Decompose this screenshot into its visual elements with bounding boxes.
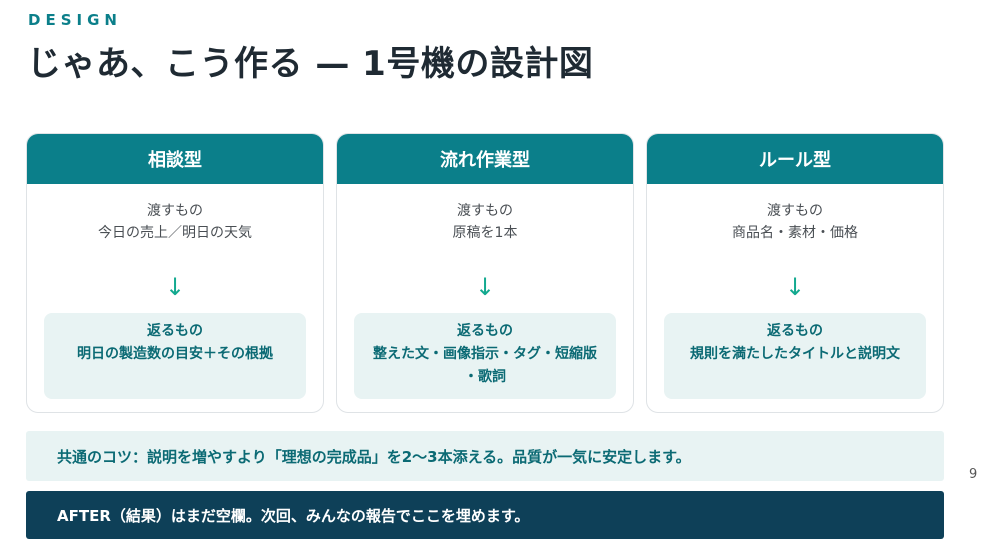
give-section: 渡すもの 今日の売上／明日の天気 [27, 200, 323, 244]
card-header: 流れ作業型 [337, 134, 633, 184]
section-eyebrow: DESIGN [28, 11, 122, 29]
return-value: 整えた文・画像指示・タグ・短縮版 [373, 346, 597, 362]
down-arrow-icon: ↓ [164, 273, 186, 301]
give-label: 渡すもの [147, 203, 203, 219]
tip-banner: 共通のコツ：説明を増やすより「理想の完成品」を2〜3本添える。品質が一気に安定し… [26, 431, 944, 481]
return-panel: 返るもの 明日の製造数の目安＋その根拠 [44, 313, 306, 399]
return-panel: 返るもの 整えた文・画像指示・タグ・短縮版 ・歌詞 [354, 313, 616, 399]
card-header: 相談型 [27, 134, 323, 184]
card-workflow: 流れ作業型 渡すもの 原稿を1本 ↓ 返るもの 整えた文・画像指示・タグ・短縮版… [336, 133, 634, 413]
return-value: 規則を満たしたタイトルと説明文 [690, 346, 900, 362]
return-value-cont: ・歌詞 [464, 369, 506, 385]
return-value: 明日の製造数の目安＋その根拠 [77, 346, 273, 362]
give-value: 今日の売上／明日の天気 [98, 225, 252, 241]
page-number: 9 [969, 467, 978, 482]
return-label: 返るもの [147, 323, 203, 339]
return-label: 返るもの [457, 323, 513, 339]
give-label: 渡すもの [457, 203, 513, 219]
down-arrow-icon: ↓ [784, 273, 806, 301]
after-banner: AFTER（結果）はまだ空欄。次回、みんなの報告でここを埋めます。 [26, 491, 944, 539]
return-panel: 返るもの 規則を満たしたタイトルと説明文 [664, 313, 926, 399]
return-label: 返るもの [767, 323, 823, 339]
card-consultation: 相談型 渡すもの 今日の売上／明日の天気 ↓ 返るもの 明日の製造数の目安＋その… [26, 133, 324, 413]
give-section: 渡すもの 原稿を1本 [337, 200, 633, 244]
give-section: 渡すもの 商品名・素材・価格 [647, 200, 943, 244]
down-arrow-icon: ↓ [474, 273, 496, 301]
give-value: 原稿を1本 [452, 225, 518, 241]
card-header: ルール型 [647, 134, 943, 184]
give-value: 商品名・素材・価格 [732, 225, 858, 241]
give-label: 渡すもの [767, 203, 823, 219]
page-title: じゃあ、こう作る — 1号機の設計図 [27, 44, 594, 84]
card-rule: ルール型 渡すもの 商品名・素材・価格 ↓ 返るもの 規則を満たしたタイトルと説… [646, 133, 944, 413]
